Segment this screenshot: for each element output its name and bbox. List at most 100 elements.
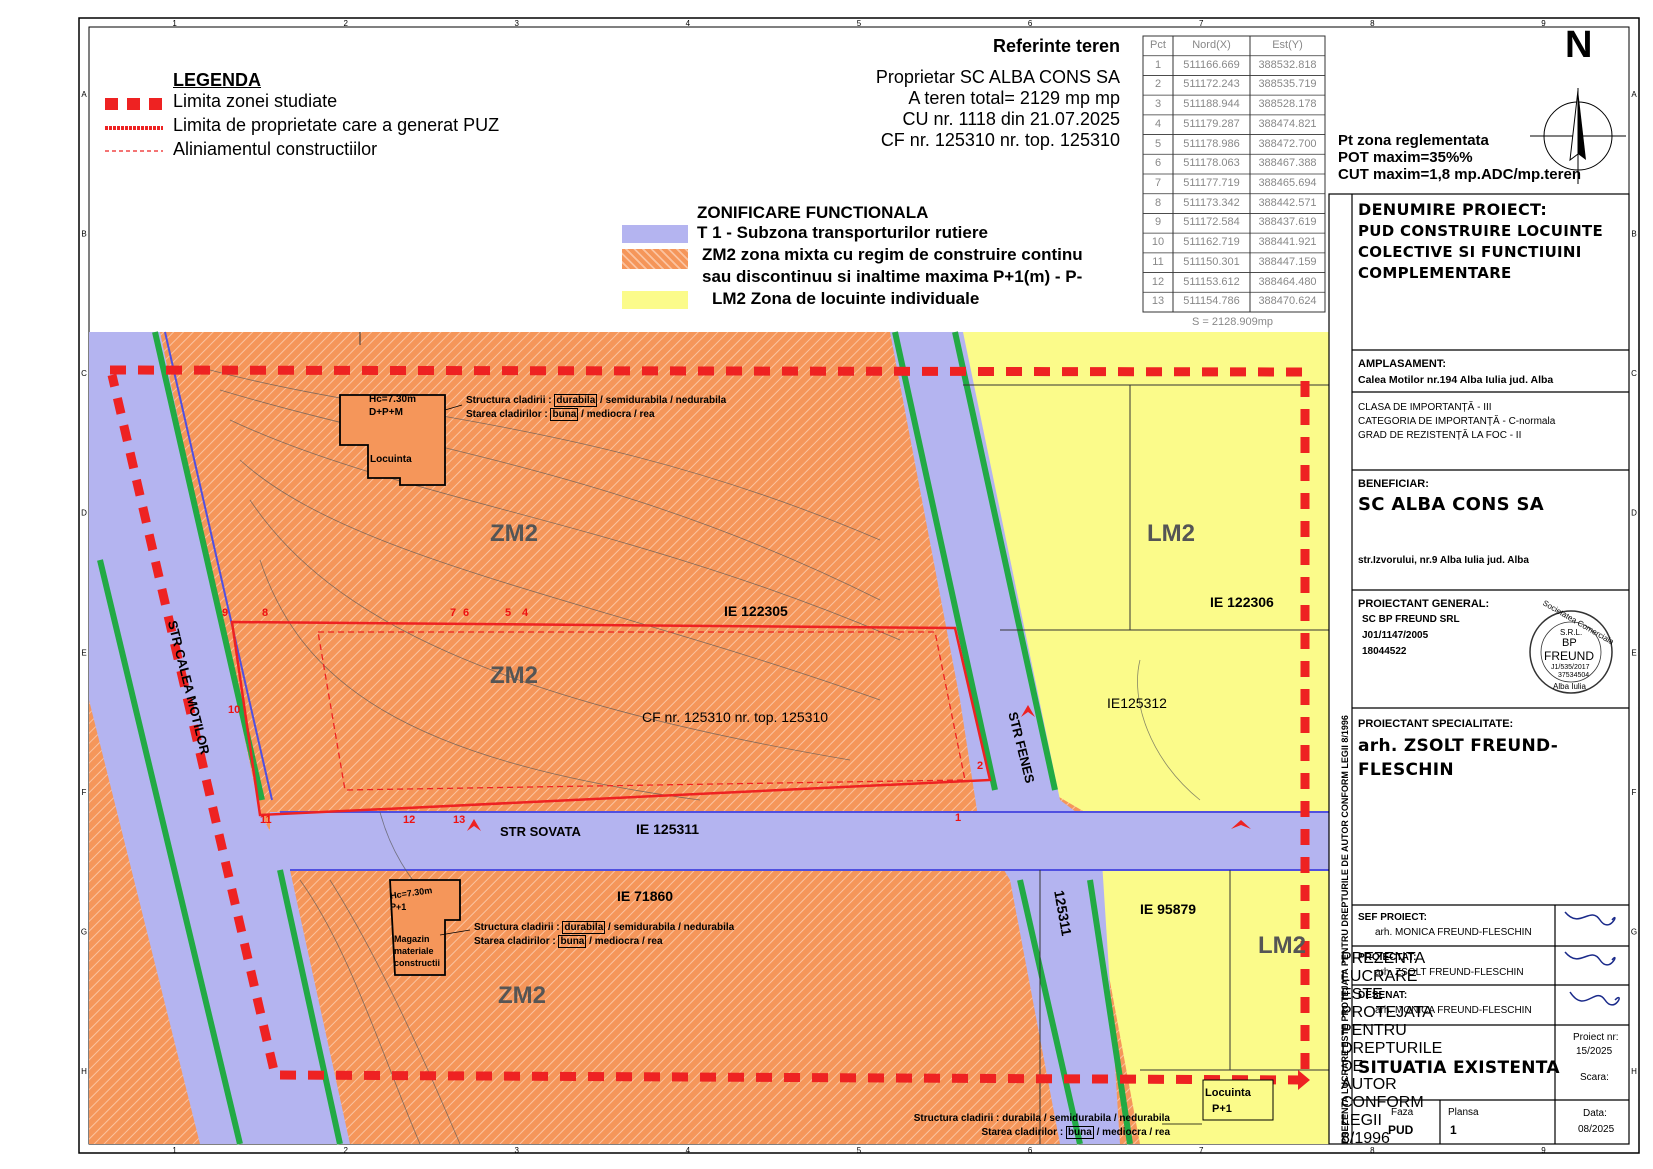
specialitate-line: FLESCHIN [1358,760,1454,780]
coord-cell: 388472.700 [1258,137,1317,150]
building-function: Locuinta [1205,1087,1251,1099]
data-value: 08/2025 [1578,1124,1615,1135]
coord-cell: 511162.719 [1183,236,1240,249]
coord-cell: 511188.944 [1183,98,1240,111]
referinte-line: Proprietar SC ALBA CONS SA [875,67,1120,87]
faza-label: Faza [1391,1107,1414,1118]
grid-col-label: 3 [515,19,520,28]
building-structure-note: Structura cladirii : durabila / semidura… [913,1113,1170,1139]
denumire-line: PUD CONSTRUIRE LOCUINTE [1358,222,1604,240]
categoria: CATEGORIA DE IMPORTANȚĂ - C-normala [1358,416,1556,427]
zone-swatch-lm2 [622,291,688,309]
grid-col-label: 1 [172,19,177,28]
point-label: 4 [522,607,529,619]
point-label: 11 [260,814,272,826]
stamp-cui: 37534504 [1558,672,1590,679]
stamp-name: BP [1562,637,1577,649]
building-regime: P+1 [1212,1103,1232,1115]
coord-cell: 388532.818 [1258,58,1317,71]
parcel-label: IE 95879 [1140,901,1197,917]
parcel-label: IE 125311 [636,821,700,837]
building-structure-note: Structura cladirii : durabila / semidura… [466,394,727,421]
grid-row-label: A [1631,90,1637,99]
zone-zm2-label-cont: sau discontinuu si inaltime maxima P+1(m… [702,267,1083,286]
coord-cell: 8 [1154,196,1162,209]
desenat-name: arh. MONICA FREUND-FLESCHIN [1375,1005,1532,1016]
zonificare-title: ZONIFICARE FUNCTIONALA [697,203,929,222]
north-label: N [1565,24,1593,66]
coord-cell: 1 [1154,58,1162,71]
legend-item-building-line: Aliniamentul constructiilor [173,139,378,159]
coord-header: Est(Y) [1272,39,1303,51]
plansa-label: Plansa [1448,1107,1479,1118]
cf-label: CF nr. 125310 nr. top. 125310 [642,709,829,725]
zone-swatch-zm2 [622,249,688,269]
grad: GRAD DE REZISTENȚĂ LA FOC - II [1358,430,1522,441]
proiectat-label: PROIECTAT: [1358,952,1417,963]
grid-row-label: D [1631,509,1637,518]
faza: PUD [1388,1123,1414,1137]
coord-cell: 388528.178 [1258,98,1317,111]
grid-col-label: 4 [686,19,691,28]
study-limit-symbol [105,98,163,110]
grid-row-label: D [81,509,87,518]
coord-cell: 9 [1154,216,1162,229]
sef-label: SEF PROIECT: [1358,912,1427,923]
property-limit-symbol [105,126,163,130]
building-structure-note: Structura cladirii : durabila / semidura… [474,921,735,948]
plansa-number: 1 [1450,1123,1457,1137]
point-label: 12 [403,814,416,826]
coord-cell: 511153.612 [1183,275,1240,288]
amplasament-label: AMPLASAMENT: [1358,358,1446,370]
grid-col-label: 1 [172,1146,177,1155]
grid-col-label: 2 [343,19,348,28]
stamp-city: Alba Iulia [1553,682,1586,691]
grid-col-label: 4 [686,1146,691,1155]
coord-cell: 511178.063 [1183,157,1240,170]
grid-col-label: 5 [857,1146,862,1155]
coord-cell: 388447.159 [1258,255,1317,268]
zone-swatch-t1 [622,225,688,243]
referinte-line: CF nr. 125310 nr. top. 125310 [880,130,1120,150]
coord-cell: 511150.301 [1183,255,1240,268]
coord-cell: 12 [1151,275,1165,288]
proiectat-name: arh. ZSOLT FREUND-FLESCHIN [1375,967,1524,978]
coord-cell: 13 [1151,295,1165,308]
signature [1564,911,1620,1006]
grid-row-label: G [81,928,87,937]
referinte-teren: Referinte teren Proprietar SC ALBA CONS … [780,36,1120,151]
sef-name: arh. MONICA FREUND-FLESCHIN [1375,927,1532,938]
grid-row-label: C [81,369,87,378]
amplasament: Calea Motilor nr.194 Alba Iulia jud. Alb… [1358,374,1554,386]
coord-cell: 10 [1151,236,1165,249]
coord-cell: 388437.619 [1258,216,1317,229]
coord-cell: 388464.480 [1258,275,1317,288]
coord-cell: 3 [1154,98,1162,111]
cut-value: CUT maxim=1,8 mp.ADC/mp.teren [1338,166,1581,183]
proiectant-line: SC BP FREUND SRL [1362,614,1460,625]
company-stamp [1529,610,1613,694]
coord-cell: 511166.669 [1183,58,1240,71]
zone-lm2-label: LM2 Zona de locuinte individuale [712,289,980,308]
regulations-title: Pt zona reglementata [1338,132,1489,149]
point-label: 10 [228,704,241,716]
coord-header: Pct [1150,39,1166,51]
building-function: Magazin [394,934,430,944]
coord-cell: 388470.624 [1258,295,1317,308]
point-label: 1 [955,812,962,824]
referinte-line: A teren total= 2129 mp mp [908,88,1120,108]
desenat-label: DESENAT: [1358,990,1408,1001]
building-function: Locuinta [370,454,412,465]
coord-cell: 511173.342 [1183,196,1240,209]
denumire-label: DENUMIRE PROIECT: [1358,200,1548,219]
beneficiar-adresa: str.Izvorului, nr.9 Alba Iulia jud. Alba [1358,555,1529,566]
point-label: 13 [453,814,466,826]
proiect-nr-label: Proiect nr: [1573,1032,1619,1043]
coord-cell: 511177.719 [1183,177,1240,189]
coord-cell: 388465.694 [1258,177,1317,189]
legend-item-study-limit: Limita zonei studiate [173,91,338,111]
stare-selected: buna [550,408,579,421]
coord-cell: 6 [1154,157,1162,170]
point-label: 7 [450,607,457,619]
grid-row-label: F [82,788,87,797]
